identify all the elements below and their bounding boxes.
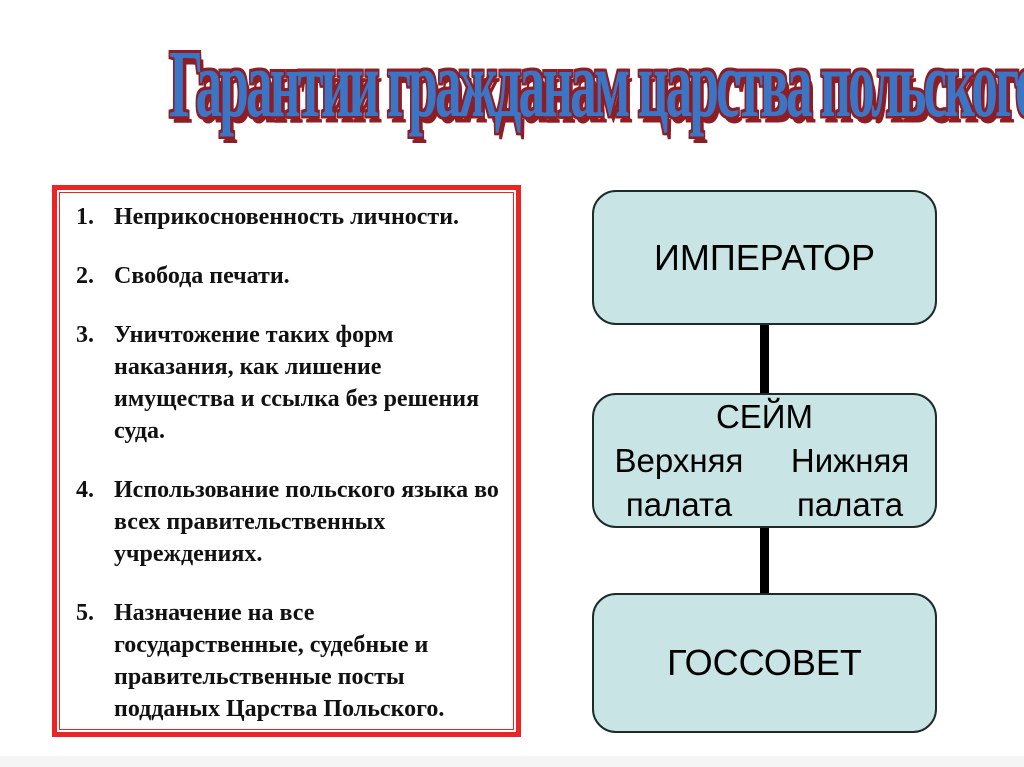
list-item: 5. Назначение на все государственные, су… bbox=[70, 597, 505, 725]
list-item-number: 4. bbox=[76, 477, 94, 503]
list-item: 2. Свобода печати. bbox=[70, 260, 505, 292]
node-sejm-heading: СЕЙМ bbox=[715, 397, 814, 435]
node-emperor-label: ИМПЕРАТОР bbox=[654, 236, 875, 278]
node-sejm: СЕЙМ Верхняя палата Нижняя палата bbox=[592, 393, 937, 528]
node-gossovet: ГОССОВЕТ bbox=[592, 593, 937, 733]
guarantees-list: 1. Неприкосновенность личности. 2. Свобо… bbox=[59, 192, 514, 730]
list-item-text: Неприкосновенность личности. bbox=[114, 204, 460, 230]
list-item-text: Использование польского языка во всех пр… bbox=[114, 477, 499, 567]
list-item-text: Свобода печати. bbox=[114, 263, 290, 289]
list-item: 4. Использование польского языка во всех… bbox=[70, 474, 505, 570]
slide-title: Гарантии гражданам царства польского bbox=[169, 31, 1024, 138]
sejm-upper-chamber-line2: палата bbox=[625, 485, 733, 523]
list-item-number: 3. bbox=[76, 322, 94, 348]
node-emperor: ИМПЕРАТОР bbox=[592, 190, 937, 325]
sejm-upper-chamber-line1: Верхняя bbox=[614, 441, 744, 479]
node-gossovet-label: ГОССОВЕТ bbox=[667, 642, 862, 683]
sejm-lower-chamber-line2: палата bbox=[796, 485, 904, 523]
list-item-text: Назначение на все государственные, судеб… bbox=[114, 600, 445, 722]
list-item: 1. Неприкосновенность личности. bbox=[70, 201, 505, 233]
list-item-number: 1. bbox=[76, 204, 94, 230]
sejm-chambers: Верхняя палата Нижняя палата bbox=[600, 439, 929, 527]
sejm-lower-chamber-line1: Нижняя bbox=[790, 441, 910, 479]
list-item: 3. Уничтожение таких форм наказания, как… bbox=[70, 319, 505, 447]
sejm-lower-chamber: Нижняя палата bbox=[771, 439, 929, 527]
connector-line-emperor-sejm bbox=[760, 320, 769, 398]
slide-bottom-edge bbox=[0, 756, 1024, 767]
list-item-number: 2. bbox=[76, 263, 94, 289]
connector-line-sejm-gossovet bbox=[760, 524, 769, 598]
title-container: Гарантии гражданам царства польского bbox=[0, 30, 1024, 138]
list-item-text: Уничтожение таких форм наказания, как ли… bbox=[114, 322, 480, 444]
guarantees-box: 1. Неприкосновенность личности. 2. Свобо… bbox=[52, 185, 521, 737]
sejm-upper-chamber: Верхняя палата bbox=[600, 439, 758, 527]
list-item-number: 5. bbox=[76, 600, 94, 626]
